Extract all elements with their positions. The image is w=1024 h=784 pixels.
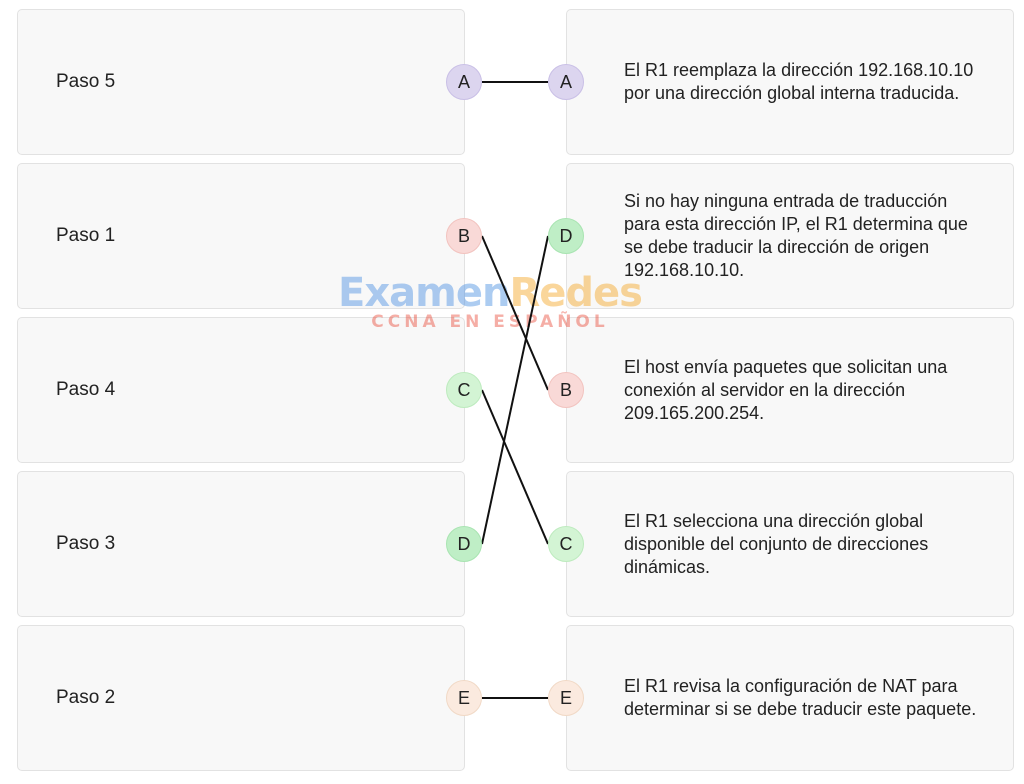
step-label: Paso 5 bbox=[56, 71, 116, 92]
connection-line-3 bbox=[481, 389, 549, 545]
step-card-4: Paso 3 bbox=[17, 471, 465, 617]
left-connector-1[interactable]: A bbox=[446, 64, 482, 100]
step-label: Paso 4 bbox=[56, 379, 116, 400]
step-card-1: Paso 5 bbox=[17, 9, 465, 155]
description-text: El host envía paquetes que solicitan una… bbox=[624, 356, 948, 423]
connection-line-2 bbox=[481, 235, 549, 391]
right-connector-1[interactable]: A bbox=[548, 64, 584, 100]
connector-letter: B bbox=[457, 225, 470, 246]
step-label: Paso 3 bbox=[56, 533, 116, 554]
connector-letter: A bbox=[457, 71, 470, 92]
connection-line-4 bbox=[481, 235, 549, 545]
description-card-2: Si no hay ninguna entrada de traducción … bbox=[566, 163, 1014, 309]
step-card-2: Paso 1 bbox=[17, 163, 465, 309]
description-text: El R1 reemplaza la dirección 192.168.10.… bbox=[624, 60, 974, 103]
description-text: El R1 revisa la configuración de NAT par… bbox=[624, 676, 977, 719]
step-card-5: Paso 2 bbox=[17, 625, 465, 771]
left-connector-3[interactable]: C bbox=[446, 372, 482, 408]
left-connector-4[interactable]: D bbox=[446, 526, 482, 562]
description-card-1: El R1 reemplaza la dirección 192.168.10.… bbox=[566, 9, 1014, 155]
connector-letter: B bbox=[559, 379, 572, 400]
right-connector-4[interactable]: C bbox=[548, 526, 584, 562]
left-connector-5[interactable]: E bbox=[446, 680, 482, 716]
step-label: Paso 2 bbox=[56, 687, 116, 708]
description-card-5: El R1 revisa la configuración de NAT par… bbox=[566, 625, 1014, 771]
right-connector-2[interactable]: D bbox=[548, 218, 584, 254]
description-card-4: El R1 selecciona una dirección global di… bbox=[566, 471, 1014, 617]
connector-letter: D bbox=[457, 533, 471, 554]
connector-letter: E bbox=[457, 687, 470, 708]
connector-letter: E bbox=[559, 687, 572, 708]
connector-letter: A bbox=[559, 71, 572, 92]
connector-letter: C bbox=[559, 533, 573, 554]
step-label: Paso 1 bbox=[56, 225, 116, 246]
right-connector-5[interactable]: E bbox=[548, 680, 584, 716]
right-connector-3[interactable]: B bbox=[548, 372, 584, 408]
description-text: Si no hay ninguna entrada de traducción … bbox=[624, 191, 968, 280]
left-connector-2[interactable]: B bbox=[446, 218, 482, 254]
connector-letter: C bbox=[457, 379, 471, 400]
step-card-3: Paso 4 bbox=[17, 317, 465, 463]
connector-letter: D bbox=[559, 225, 573, 246]
description-text: El R1 selecciona una dirección global di… bbox=[624, 510, 929, 577]
description-card-3: El host envía paquetes que solicitan una… bbox=[566, 317, 1014, 463]
